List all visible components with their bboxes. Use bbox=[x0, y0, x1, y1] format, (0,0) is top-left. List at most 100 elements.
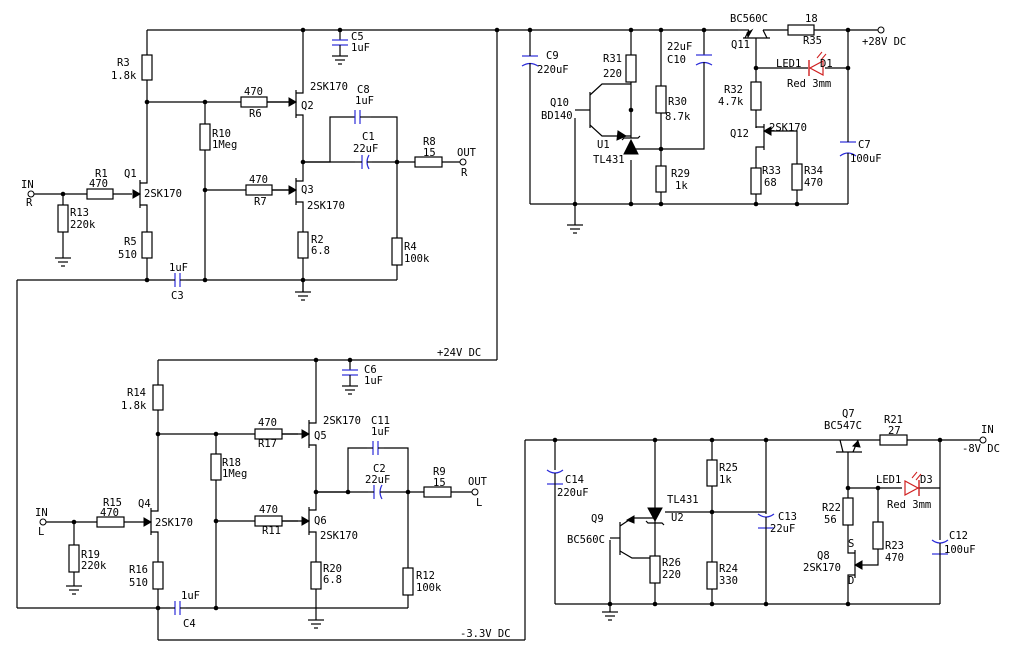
label: 470 bbox=[100, 507, 119, 519]
label: C1 bbox=[362, 131, 375, 143]
label: 100uF bbox=[850, 153, 882, 165]
label: 220uF bbox=[537, 64, 569, 76]
label: BC560C bbox=[730, 13, 768, 25]
label: 330 bbox=[719, 575, 738, 587]
label: +28V DC bbox=[862, 36, 906, 48]
label: Q4 bbox=[138, 498, 151, 510]
jfet-q1 bbox=[132, 177, 148, 210]
label: R6 bbox=[249, 108, 262, 120]
label: 1uF bbox=[364, 375, 383, 387]
label: L bbox=[38, 526, 44, 538]
resistor-r33 bbox=[750, 167, 762, 195]
label: R20 bbox=[323, 563, 342, 575]
label: 15 bbox=[423, 147, 436, 159]
label: R35 bbox=[803, 35, 822, 47]
label: TL431 bbox=[667, 494, 699, 506]
label: 1uF bbox=[351, 42, 370, 54]
jfet-q4 bbox=[143, 507, 159, 535]
capacitor-c8 bbox=[354, 110, 371, 124]
label: R2 bbox=[311, 234, 324, 246]
label: Q3 bbox=[301, 184, 314, 196]
label: Q7 bbox=[842, 408, 855, 420]
label: 510 bbox=[129, 577, 148, 589]
label: R31 bbox=[603, 53, 622, 65]
label: R bbox=[461, 167, 468, 179]
label: 470 bbox=[885, 552, 904, 564]
terminal-out-l bbox=[471, 488, 479, 496]
ground-icon bbox=[295, 291, 311, 301]
wires-left-channel bbox=[16, 30, 526, 641]
label: 1uF bbox=[169, 262, 188, 274]
ground-icon bbox=[342, 385, 358, 395]
label: 1uF bbox=[355, 95, 374, 107]
label: 2SK170 bbox=[323, 415, 361, 427]
label: 56 bbox=[824, 514, 837, 526]
ground-symbols bbox=[55, 55, 618, 629]
label: 6.8 bbox=[323, 574, 342, 586]
capacitor-c7 bbox=[839, 138, 857, 162]
label: BD140 bbox=[541, 110, 573, 122]
resistor-r25 bbox=[706, 459, 718, 487]
label: D1 bbox=[820, 58, 833, 70]
label: 1k bbox=[719, 474, 732, 486]
ground-icon bbox=[55, 257, 71, 267]
label: 1.8k bbox=[121, 400, 147, 412]
resistor-r12 bbox=[402, 567, 414, 596]
capacitors bbox=[170, 39, 949, 615]
label: LED1 bbox=[876, 474, 901, 486]
label: D bbox=[848, 575, 854, 587]
led-d1 bbox=[808, 51, 827, 77]
ground-icon bbox=[66, 585, 82, 595]
label: 68 bbox=[764, 177, 777, 189]
transistors bbox=[132, 28, 863, 578]
label: R18 bbox=[222, 457, 241, 469]
npn-q7 bbox=[836, 439, 862, 453]
label: D3 bbox=[920, 474, 933, 486]
label: R29 bbox=[671, 168, 690, 180]
resistor-r5 bbox=[141, 231, 153, 259]
label: S bbox=[848, 538, 854, 550]
label: R25 bbox=[719, 462, 738, 474]
junction-dots bbox=[60, 27, 943, 611]
label: R22 bbox=[822, 502, 841, 514]
label: IN bbox=[35, 507, 48, 519]
resistor-r32 bbox=[750, 81, 762, 111]
resistor-r20 bbox=[310, 561, 322, 590]
label: 1.8k bbox=[111, 70, 137, 82]
label: C10 bbox=[667, 54, 686, 66]
label: Q9 bbox=[591, 513, 604, 525]
capacitor-c11 bbox=[367, 441, 384, 455]
label: 15 bbox=[433, 477, 446, 489]
label: C3 bbox=[171, 290, 184, 302]
label: 2SK170 bbox=[155, 517, 193, 529]
label: 220k bbox=[70, 219, 96, 231]
label: R bbox=[26, 197, 33, 209]
label: R12 bbox=[416, 570, 435, 582]
resistor-r4 bbox=[391, 237, 403, 266]
label: C2 bbox=[373, 463, 386, 475]
wires-neg-regulator bbox=[525, 439, 980, 612]
label: R33 bbox=[762, 165, 781, 177]
tl431-u1 bbox=[621, 135, 641, 155]
label: Q11 bbox=[731, 39, 750, 51]
ground-icon bbox=[308, 619, 324, 629]
label: R23 bbox=[885, 540, 904, 552]
label: Q10 bbox=[550, 97, 569, 109]
terminal-in-r bbox=[27, 190, 35, 198]
label: 2SK170 bbox=[307, 200, 345, 212]
jfet-q6 bbox=[282, 507, 317, 535]
label: -3.3V DC bbox=[460, 628, 511, 640]
label: C8 bbox=[357, 84, 370, 96]
label: 470 bbox=[89, 178, 108, 190]
capacitor-c5 bbox=[332, 39, 348, 56]
label: 470 bbox=[259, 504, 278, 516]
resistors bbox=[57, 24, 908, 596]
label: C9 bbox=[546, 50, 559, 62]
label: LED1 bbox=[776, 58, 801, 70]
resistor-r29 bbox=[655, 165, 667, 193]
label: 1k bbox=[675, 180, 688, 192]
label: 470 bbox=[249, 174, 268, 186]
resistor-r21 bbox=[879, 434, 908, 446]
resistor-r7 bbox=[245, 184, 273, 196]
ground-icon bbox=[332, 55, 348, 65]
